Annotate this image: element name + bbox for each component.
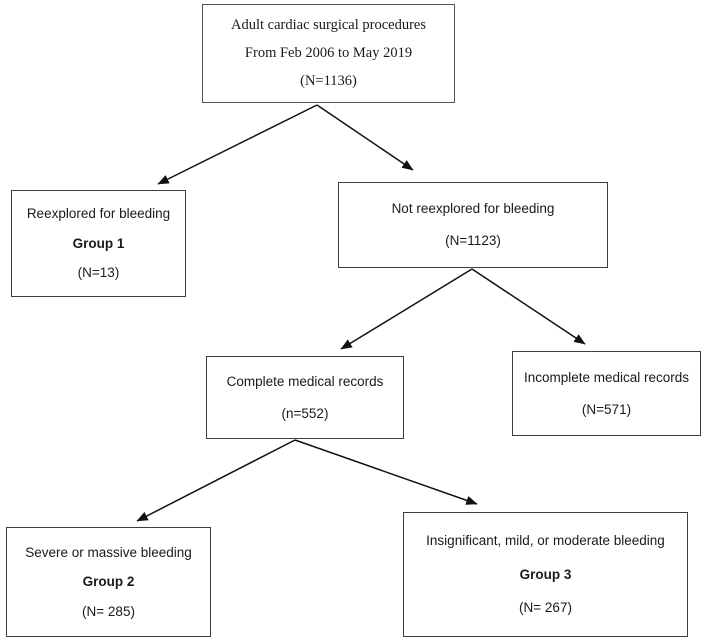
edge-root-to-reexplored xyxy=(157,104,318,185)
node-severe-or-massive-bleeding: Severe or massive bleeding Group 2 (N= 2… xyxy=(6,527,211,637)
edge-root-to-not-reexplored xyxy=(316,104,414,171)
node-not-reexplored-for-bleeding: Not reexplored for bleeding (N=1123) xyxy=(338,182,608,268)
node-root-count: (N=1136) xyxy=(300,72,357,89)
node-not-reexplored-title: Not reexplored for bleeding xyxy=(391,201,555,217)
edge-not-reexplored-to-complete xyxy=(340,268,473,350)
node-complete-medical-records: Complete medical records (n=552) xyxy=(206,356,404,439)
node-complete-count: (n=552) xyxy=(281,405,329,421)
edge-not-reexplored-to-incomplete xyxy=(471,268,586,345)
node-reexplored-count: (N=13) xyxy=(77,265,120,281)
node-reexplored-group-label: Group 1 xyxy=(72,235,125,251)
edge-complete-to-minor xyxy=(294,439,478,505)
node-severe-count: (N= 285) xyxy=(82,603,135,619)
node-incomplete-count: (N=571) xyxy=(581,401,632,417)
node-reexplored-for-bleeding: Reexplored for bleeding Group 1 (N=13) xyxy=(11,190,186,297)
node-severe-group-label: Group 2 xyxy=(82,574,135,590)
node-not-reexplored-count: (N=1123) xyxy=(445,233,501,248)
node-insignificant-mild-moderate-bleeding: Insignificant, mild, or moderate bleedin… xyxy=(403,512,688,637)
node-incomplete-title: Incomplete medical records xyxy=(523,369,690,385)
node-insignificant-group-label: Group 3 xyxy=(519,566,572,582)
node-insignificant-title: Insignificant, mild, or moderate bleedin… xyxy=(426,533,665,549)
node-complete-title: Complete medical records xyxy=(226,373,384,389)
edge-complete-to-severe xyxy=(136,439,296,522)
node-reexplored-title: Reexplored for bleeding xyxy=(26,206,171,222)
node-root-cohort: Adult cardiac surgical procedures From F… xyxy=(202,4,455,103)
node-root-title: Adult cardiac surgical procedures xyxy=(231,17,426,34)
node-incomplete-medical-records: Incomplete medical records (N=571) xyxy=(512,351,701,436)
node-insignificant-count: (N= 267) xyxy=(519,600,572,616)
node-severe-title: Severe or massive bleeding xyxy=(25,544,192,560)
node-root-period: From Feb 2006 to May 2019 xyxy=(244,45,413,62)
